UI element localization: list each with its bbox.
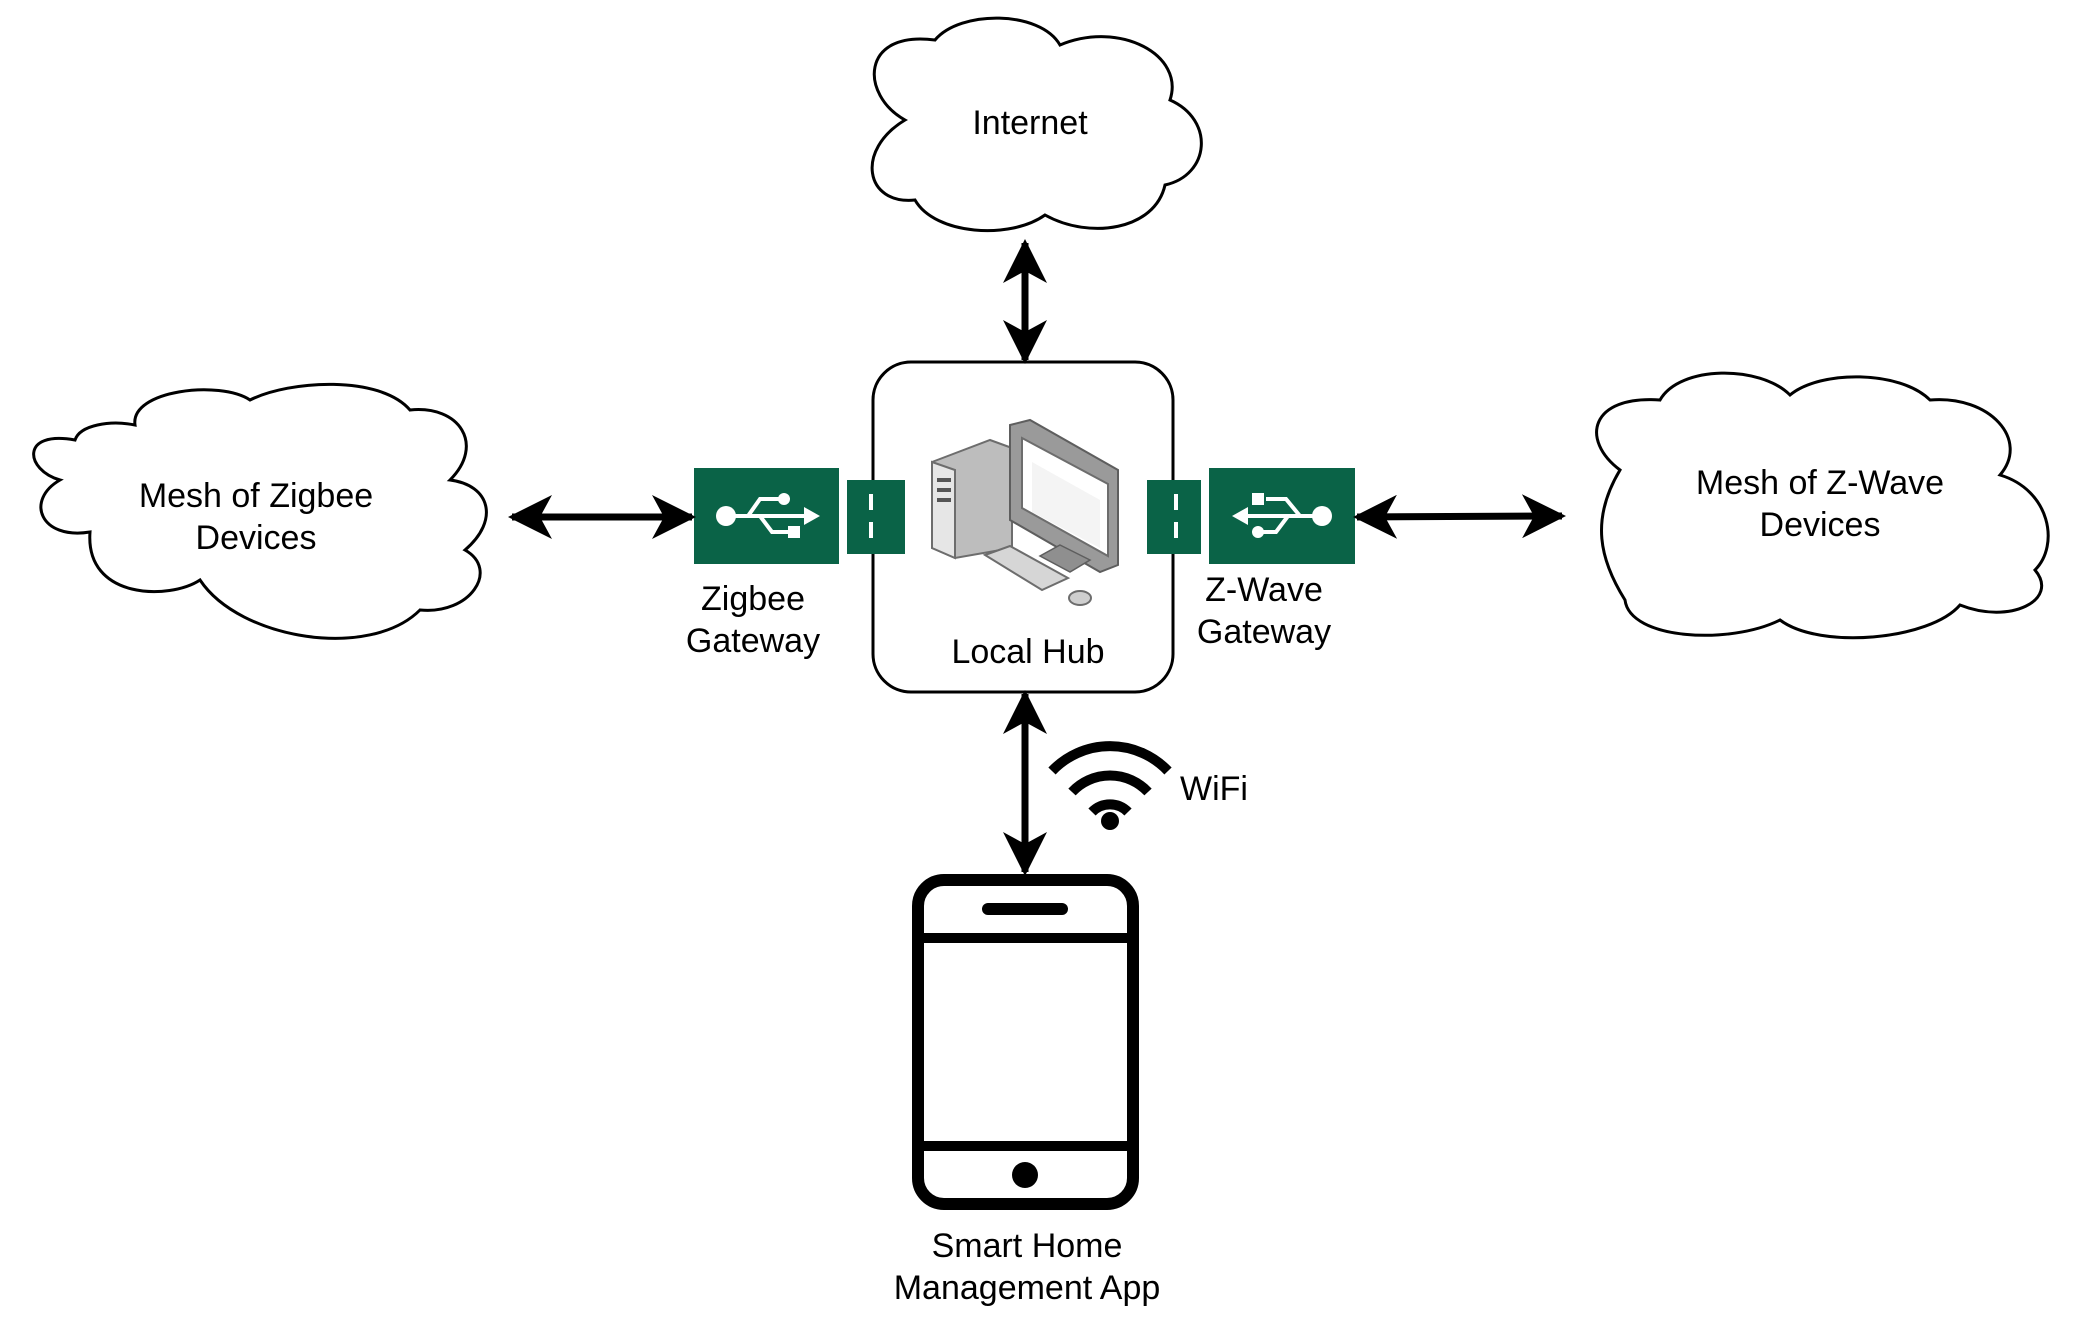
local-hub-node: Local Hub [871, 360, 1175, 694]
zwave-mesh-label-line-1: Mesh of Z-Wave [1696, 464, 1944, 502]
zigbee-mesh-label-line-2: Devices [196, 519, 317, 557]
wifi-label: WiFi [1180, 770, 1248, 808]
internet-node: Internet [870, 16, 1203, 233]
cloud-icon [870, 16, 1203, 233]
wifi-icon [1048, 741, 1172, 830]
zwave-gateway-label-line-1: Z-Wave [1205, 571, 1323, 609]
zigbee-gateway-label-line-2: Gateway [686, 622, 820, 660]
zwave-mesh-node: Mesh of Z-Wave Devices [1595, 371, 2050, 640]
usb-dongle-icon [1147, 468, 1355, 564]
edge-zwave-gateway-mesh [1353, 494, 1566, 539]
zigbee-mesh-label-line-1: Mesh of Zigbee [139, 477, 373, 515]
usb-dongle-icon [694, 468, 905, 564]
app-label-line-1: Smart Home [932, 1227, 1123, 1265]
app-node: Smart Home Management App [894, 874, 1161, 1307]
zigbee-mesh-node: Mesh of Zigbee Devices [32, 382, 488, 640]
zigbee-gateway-node: Zigbee Gateway [686, 468, 905, 660]
zwave-gateway-node: Z-Wave Gateway [1147, 468, 1355, 651]
zwave-mesh-label-line-2: Devices [1760, 506, 1881, 544]
desktop-computer-icon [931, 418, 1119, 606]
app-label-line-2: Management App [894, 1269, 1161, 1307]
internet-label: Internet [972, 104, 1088, 142]
cloud-icon [1595, 371, 2050, 640]
wifi-node: WiFi [1048, 741, 1248, 830]
local-hub-label: Local Hub [951, 633, 1104, 671]
smartphone-icon [912, 874, 1139, 1210]
cloud-icon [32, 382, 488, 640]
zwave-gateway-label-line-2: Gateway [1197, 613, 1331, 651]
zigbee-gateway-label-line-1: Zigbee [701, 580, 805, 618]
